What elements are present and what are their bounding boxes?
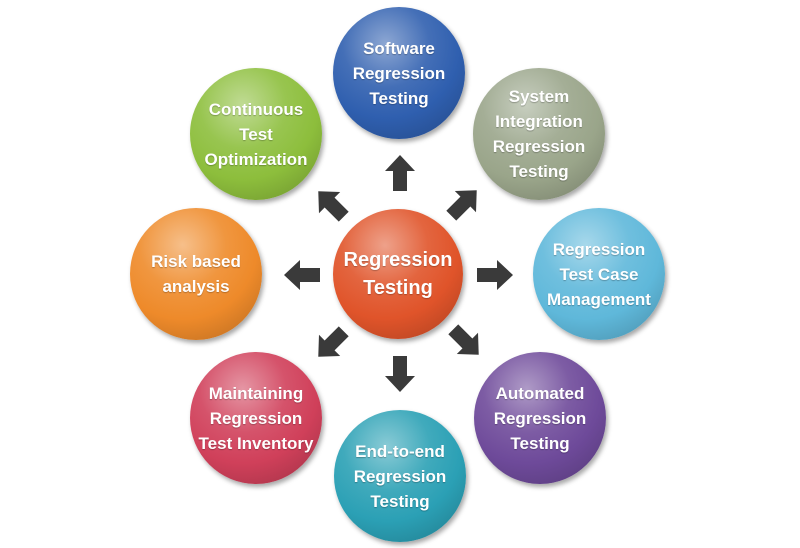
node-system-integration-regression-testing: System Integration Regression Testing	[473, 68, 605, 200]
arrow-left-icon	[284, 260, 320, 290]
node-label: Risk based analysis	[151, 252, 241, 296]
arrow-shape	[284, 260, 320, 290]
arrow-down-right-icon	[448, 324, 479, 355]
arrow-shape	[318, 326, 349, 357]
arrow-up-right-icon	[446, 190, 477, 221]
arrow-shape	[446, 190, 477, 221]
arrow-shape	[448, 324, 479, 355]
arrow-shape	[385, 155, 415, 191]
node-end-to-end-regression-testing: End-to-end Regression Testing	[334, 410, 466, 542]
arrow-shape	[477, 260, 513, 290]
arrow-right-icon	[477, 260, 513, 290]
node-continuous-test-optimization: Continuous Test Optimization	[190, 68, 322, 200]
arrow-up-left-icon	[318, 191, 349, 222]
node-regression-test-case-management: Regression Test Case Management	[533, 208, 665, 340]
arrow-down-left-icon	[318, 326, 349, 357]
node-label: Maintaining Regression Test Inventory	[198, 383, 314, 453]
node-label: Continuous Test Optimization	[204, 99, 308, 169]
arrow-up-icon	[385, 155, 415, 191]
arrow-shape	[385, 356, 415, 392]
center-label: Regression Testing	[343, 249, 453, 299]
node-software-regression-testing: Software Regression Testing	[333, 7, 465, 139]
node-label: Regression Test Case Management	[547, 239, 651, 309]
arrow-shape	[318, 191, 349, 222]
node-risk-based-analysis: Risk based analysis	[130, 208, 262, 340]
center-node-regression-testing: Regression Testing	[333, 209, 463, 339]
node-label: System Integration Regression Testing	[492, 87, 586, 181]
node-label: Automated Regression Testing	[493, 383, 587, 453]
node-maintaining-regression-test-inventory: Maintaining Regression Test Inventory	[190, 352, 322, 484]
node-automated-regression-testing: Automated Regression Testing	[474, 352, 606, 484]
node-label: End-to-end Regression Testing	[353, 441, 447, 511]
arrow-down-icon	[385, 356, 415, 392]
node-label: Software Regression Testing	[352, 38, 446, 108]
